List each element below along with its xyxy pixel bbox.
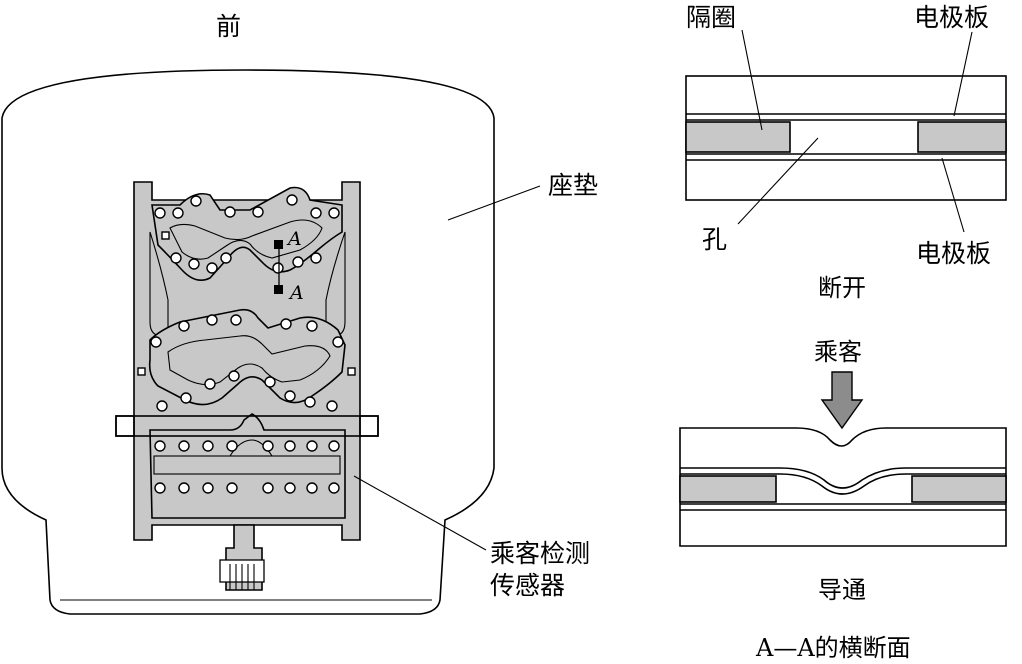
section-mark-top: A [286, 228, 302, 250]
closed-section-body [679, 427, 1007, 547]
hole-label: 孔 [702, 225, 727, 254]
load-arrow [820, 371, 864, 430]
spacer-leader [741, 29, 763, 131]
electrode-bottom-label: 电极板 [916, 239, 991, 268]
spacer-left [685, 121, 791, 153]
sensor-contact-points [137, 194, 356, 494]
spacer-label: 隔圈 [686, 3, 736, 32]
sensor-ribbon-1 [151, 186, 343, 281]
cushion-label: 座垫 [548, 171, 598, 200]
section-cut-marker: A A [274, 228, 304, 304]
cross-section-open: 隔圈 电极板 孔 电极板 断开 [685, 3, 1007, 302]
sensor-ribbon-3 [149, 413, 346, 519]
front-label: 前 [216, 12, 241, 41]
cushion-leader-line [447, 185, 541, 221]
electrode-top-label: 电极板 [914, 3, 989, 32]
sensor-sheet [115, 181, 379, 591]
section-mark-bottom: A [288, 282, 304, 304]
seat-illustration: 前 [1, 12, 598, 615]
cross-section-closed: 乘客 导通 [679, 338, 1007, 604]
electrode-bottom-leader [941, 157, 965, 233]
open-caption: 断开 [818, 274, 866, 302]
electrode-top-leader [953, 31, 973, 117]
load-label: 乘客 [814, 338, 862, 366]
hole-leader [737, 137, 819, 225]
closed-spacer-left [679, 475, 777, 503]
closed-caption: 导通 [818, 576, 866, 604]
sensor-leader-line [353, 475, 487, 551]
seat-cushion-outline [1, 69, 495, 615]
sensor-label-line2: 传感器 [490, 571, 565, 600]
spacer-right [917, 121, 1007, 153]
closed-spacer-right [911, 475, 1007, 503]
sensor-label-line1: 乘客检测 [490, 539, 590, 568]
figure-caption: A—A的横断面 [755, 634, 911, 662]
